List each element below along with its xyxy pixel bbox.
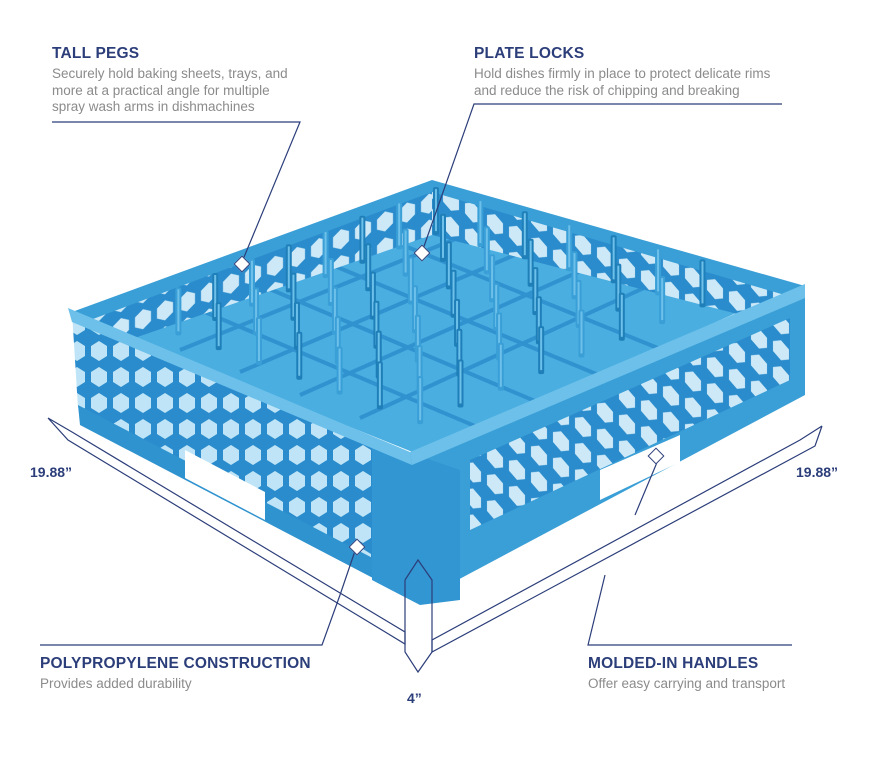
dimension-right-label: 19.88” <box>796 464 839 480</box>
rack-peg-highlight <box>375 302 378 345</box>
rack-peg-highlight <box>534 269 537 312</box>
callout-handles-title: MOLDED-IN HANDLES <box>588 655 759 672</box>
rack-peg-highlight <box>617 265 620 308</box>
rack-peg-highlight <box>568 225 571 268</box>
rack-peg-highlight <box>409 258 412 301</box>
rack-peg-highlight <box>250 260 253 303</box>
rack-peg-highlight <box>418 347 421 390</box>
rack-peg-highlight <box>661 278 664 321</box>
rack-peg-highlight <box>333 288 336 331</box>
rack-peg-highlight <box>479 201 482 244</box>
rack-peg-highlight <box>498 314 501 357</box>
rack-peg-highlight <box>338 348 341 391</box>
leader-lines <box>40 103 792 646</box>
rack-peg-highlight <box>573 253 576 296</box>
rack-pegs <box>175 187 706 425</box>
callout-tall-pegs-title: TALL PEGS <box>52 45 140 62</box>
rack-peg-highlight <box>329 260 332 302</box>
callout-plate-locks-line-2: and reduce the risk of chipping and brea… <box>474 82 740 98</box>
leader-handles <box>587 574 792 646</box>
leader-polypropylene <box>40 547 357 646</box>
callout-handles: MOLDED-IN HANDLES Offer easy carrying an… <box>588 654 828 693</box>
rack-front-rim-left <box>68 308 412 465</box>
rack-peg-highlight <box>413 287 416 330</box>
dimension-left-label: 19.88” <box>30 464 73 480</box>
dimension-height-label: 4” <box>407 690 422 706</box>
rack-corner-post <box>372 440 460 605</box>
rack-peg-highlight <box>580 311 583 354</box>
rack-peg-highlight <box>361 217 364 260</box>
rack-peg-highlight <box>404 230 407 273</box>
rack-front-left-wall <box>72 312 415 598</box>
rack-peg-highlight <box>540 328 543 371</box>
callout-polypropylene-title: POLYPROPYLENE CONSTRUCTION <box>40 655 311 672</box>
callout-handles-line-1: Offer easy carrying and transport <box>588 676 786 691</box>
callout-polypropylene-line-1: Provides added durability <box>40 676 192 691</box>
dish-rack <box>68 180 805 605</box>
rack-back-left-wall <box>85 186 432 350</box>
rack-peg-highlight <box>295 303 298 346</box>
rack-peg-highlight <box>416 316 419 359</box>
rack-front-rim-right <box>410 284 805 465</box>
rack-peg-highlight <box>495 284 498 327</box>
rack-peg-highlight <box>367 245 370 288</box>
leader-plate-locks <box>421 103 782 253</box>
rack-peg-highlight <box>398 203 401 246</box>
callout-tall-pegs: TALL PEGS Securely hold baking sheets, t… <box>52 44 312 116</box>
rack-peg-highlight <box>371 273 374 316</box>
rack-peg-highlight <box>378 363 381 406</box>
rack-peg-highlight <box>491 256 494 299</box>
rack-peg-highlight <box>336 318 339 361</box>
rack-peg-highlight <box>620 294 623 337</box>
rack-peg-highlight <box>292 274 295 317</box>
rack-peg-highlight <box>612 237 615 280</box>
rack-peg-highlight <box>214 275 217 318</box>
rack-peg-highlight <box>434 189 437 232</box>
rack-peg-highlight <box>701 261 704 304</box>
rack-peg-highlight <box>537 298 540 341</box>
rack-peg-highlight <box>255 289 258 332</box>
rack-peg-highlight <box>447 243 450 286</box>
rack-left-handle-cutout <box>185 450 265 520</box>
leader-handles-tick <box>634 459 659 516</box>
rack-peg-highlight <box>577 281 580 324</box>
rack-peg-highlight <box>217 304 220 347</box>
rack-peg-highlight <box>452 271 455 314</box>
dimension-height-arrow <box>404 558 433 674</box>
callout-polypropylene: POLYPROPYLENE CONSTRUCTION Provides adde… <box>40 654 340 693</box>
rack-peg-highlight <box>257 318 260 361</box>
dimension-lines <box>47 417 823 674</box>
rack-peg-highlight <box>499 344 502 387</box>
callout-plate-locks: PLATE LOCKS Hold dishes firmly in place … <box>474 44 804 99</box>
callout-plate-locks-title: PLATE LOCKS <box>474 45 585 62</box>
rack-peg-highlight <box>298 333 301 376</box>
callout-plate-locks-line-1: Hold dishes firmly in place to protect d… <box>474 66 771 81</box>
rack-peg-highlight <box>529 240 532 283</box>
rack-peg-highlight <box>324 232 327 275</box>
rack-front-right-hex <box>470 318 790 530</box>
rack-peg-highlight <box>459 361 462 404</box>
rack-peg-highlight <box>419 378 422 421</box>
rack-peg-highlight <box>441 215 444 258</box>
rack-peg-highlight <box>523 213 526 256</box>
rack-peg-highlight <box>456 300 459 343</box>
rack-peg-highlight <box>177 289 180 332</box>
rack-peg-highlight <box>377 332 380 375</box>
leader-tall-pegs <box>52 121 301 263</box>
callout-tall-pegs-line-2: more at a practical angle for multiple <box>52 82 270 98</box>
callout-tall-pegs-line-3: spray wash arms in dishmachines <box>52 99 255 114</box>
rack-peg-highlight <box>485 228 488 271</box>
callout-tall-pegs-line-1: Securely hold baking sheets, trays, and <box>52 66 288 81</box>
rack-peg-highlight <box>287 246 290 289</box>
rack-peg-highlight <box>657 249 660 292</box>
rack-peg-highlight <box>458 330 461 373</box>
